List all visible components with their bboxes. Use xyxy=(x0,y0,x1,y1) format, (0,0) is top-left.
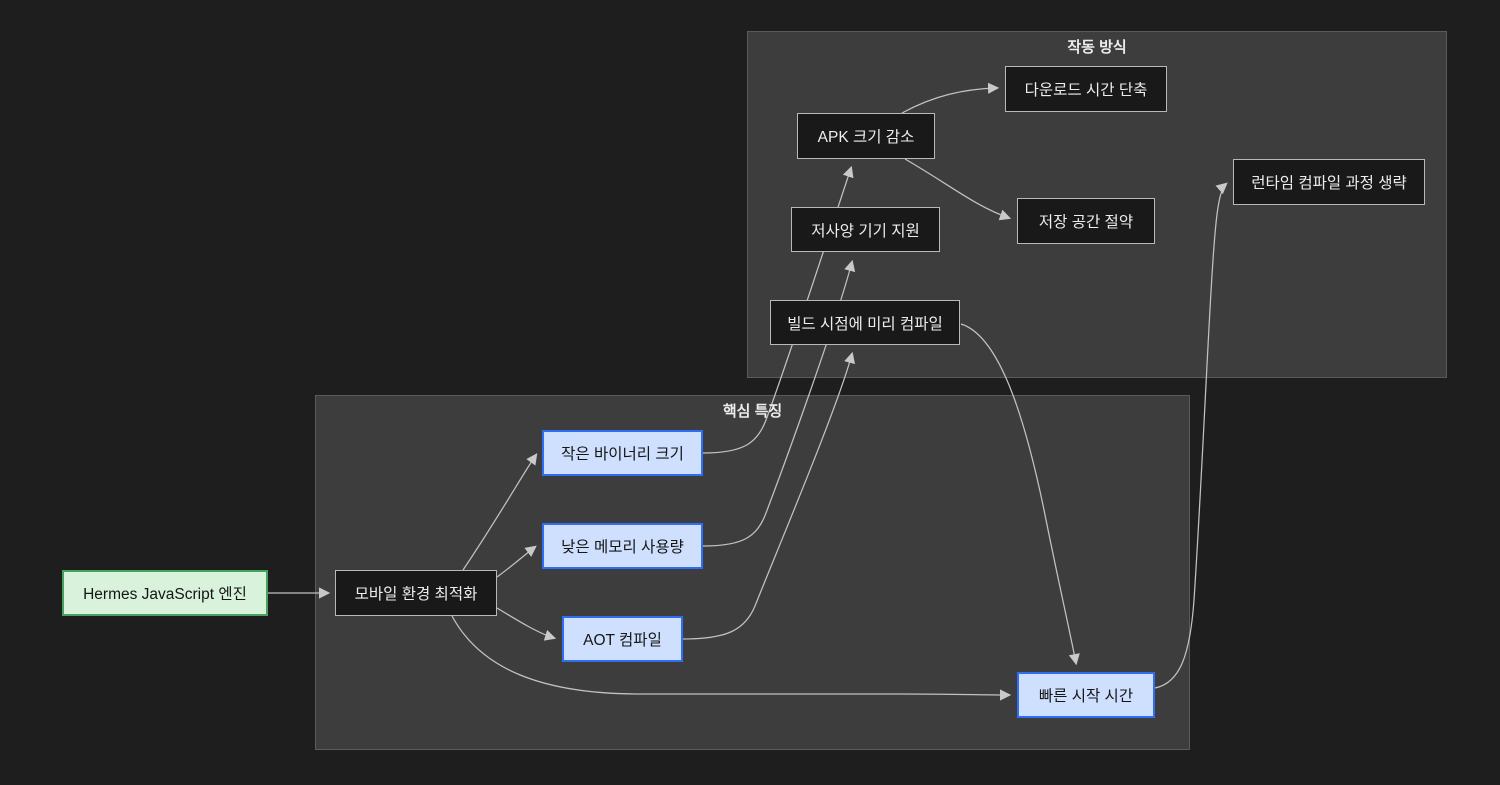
node-label: 작은 바이너리 크기 xyxy=(561,446,684,463)
edge-apk-to-download xyxy=(901,82,1000,114)
edge-apk-to-storage xyxy=(904,158,1012,221)
node-hermes-engine: Hermes JavaScript 엔진 xyxy=(62,570,268,616)
node-mobile-optimization: 모바일 환경 최적화 xyxy=(335,570,497,616)
node-label: APK 크기 감소 xyxy=(817,129,915,146)
node-skip-runtime-compilation: 런타임 컴파일 과정 생략 xyxy=(1233,159,1425,205)
subgraph-title-how-it-works: 작동 방식 xyxy=(1067,39,1127,56)
edge-startup-to-runtime xyxy=(1154,182,1228,689)
node-label: 빠른 시작 시간 xyxy=(1038,688,1134,705)
node-label: 런타임 컴파일 과정 생략 xyxy=(1251,175,1407,192)
edge-aot-to-build xyxy=(682,351,856,640)
node-label: 빌드 시점에 미리 컴파일 xyxy=(787,315,943,333)
edge-mobile-to-startup xyxy=(451,615,1012,701)
node-label: AOT 컴파일 xyxy=(583,632,662,649)
node-label: 낮은 메모리 사용량 xyxy=(561,539,684,556)
edge-mobile-to-aot xyxy=(496,607,557,641)
node-aot-compile: AOT 컴파일 xyxy=(562,616,683,662)
node-small-binary-size: 작은 바이너리 크기 xyxy=(542,430,703,476)
node-apk-size-reduction: APK 크기 감소 xyxy=(797,113,935,159)
edge-mobile-to-memory xyxy=(496,545,537,578)
node-label: 저사양 기기 지원 xyxy=(811,222,920,240)
node-fast-startup-time: 빠른 시작 시간 xyxy=(1017,672,1155,718)
node-label: 모바일 환경 최적화 xyxy=(354,586,478,603)
node-storage-space-saving: 저장 공간 절약 xyxy=(1017,198,1155,244)
node-shorter-download-time: 다운로드 시간 단축 xyxy=(1005,66,1167,112)
edge-build-to-startup xyxy=(960,323,1080,666)
node-label: Hermes JavaScript 엔진 xyxy=(83,586,247,603)
edge-mobile-to-binary xyxy=(462,453,538,571)
node-label: 다운로드 시간 단축 xyxy=(1024,82,1148,99)
node-low-end-device-support: 저사양 기기 지원 xyxy=(791,207,940,252)
node-label: 저장 공간 절약 xyxy=(1038,214,1134,231)
subgraph-title-core-features: 핵심 특징 xyxy=(722,403,783,420)
node-precompile-at-build-time: 빌드 시점에 미리 컴파일 xyxy=(770,300,960,345)
node-low-memory-usage: 낮은 메모리 사용량 xyxy=(542,523,703,569)
